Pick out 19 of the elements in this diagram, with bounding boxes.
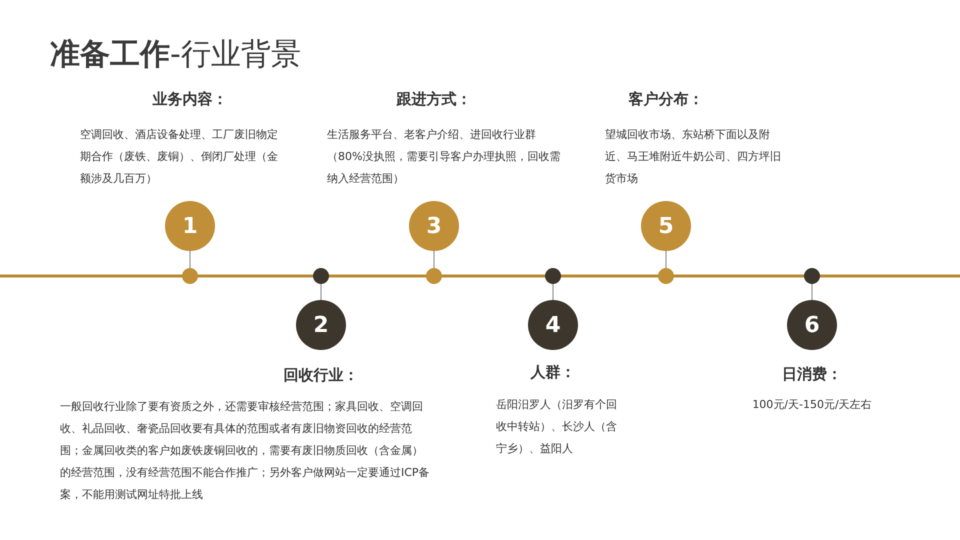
step-heading: 回收行业： [282, 366, 360, 385]
step-number-circle: 1 [165, 201, 215, 251]
step-heading: 业务内容： [152, 90, 228, 109]
step-description: 100元/天-150元/天左右 [751, 397, 873, 413]
step-heading: 日消费： [781, 365, 843, 384]
slide-title: 准备工作-行业背景 [50, 36, 301, 74]
step-description: 岳阳汨罗人（汨罗有个回收中转站）、长沙人（含宁乡）、益阳人 [496, 397, 618, 457]
step-heading: 跟进方式： [396, 90, 472, 109]
step-number-circle: 4 [528, 300, 578, 350]
step-number-circle: 5 [641, 201, 691, 251]
step-description: 一般回收行业除了要有资质之外，还需要审核经营范围；家具回收、空调回收、礼品回收、奢瓷品回收要有具体的范围或者有废旧物资回收的经营范围；金属回收类的客户如废铁废铜回收的，需要有废旧物质回收（含金属）的经营范围，没有经营范围不能合作推广；另外客户做网站一定要通过ICP备案，不能用测试网址特批上线 [60, 399, 430, 503]
step-number-circle: 6 [787, 300, 837, 350]
step-number-circle: 2 [296, 300, 346, 350]
step-number-circle: 3 [409, 201, 459, 251]
step-description: 空调回收、酒店设备处理、工厂废旧物定期合作（废铁、废铜）、倒闭厂处理（金额涉及几百万） [80, 127, 279, 187]
step-description: 生活服务平台、老客户介绍、进回收行业群（80%没执照，需要引导客户办理执照，回收需纳入经营范围） [327, 127, 562, 187]
step-heading: 人群： [529, 363, 576, 382]
step-description: 望城回收市场、东站桥下面以及附近、马王堆附近牛奶公司、四方坪旧货市场 [605, 127, 782, 187]
step-heading: 客户分布： [628, 90, 704, 109]
